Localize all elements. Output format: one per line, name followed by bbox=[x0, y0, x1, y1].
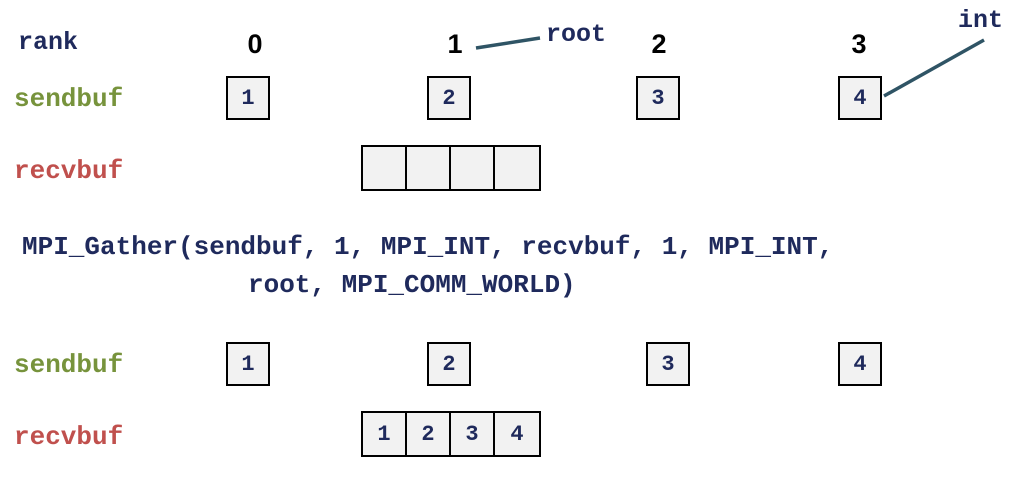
sendbuf-after-rank-2: 3 bbox=[646, 342, 690, 386]
recvbuf-before-cell bbox=[363, 147, 407, 189]
mpi-call-line-2: root, MPI_COMM_WORLD) bbox=[248, 270, 576, 300]
recvbuf-after-cell: 3 bbox=[451, 413, 495, 455]
sendbuf-before-rank-2: 3 bbox=[636, 76, 680, 120]
recvbuf-after: 1 2 3 4 bbox=[361, 411, 541, 457]
recvbuf-after-cell: 4 bbox=[495, 413, 539, 455]
int-annotation: int bbox=[958, 6, 1004, 35]
recvbuf-before bbox=[361, 145, 541, 191]
recvbuf-label-after: recvbuf bbox=[14, 422, 124, 452]
sendbuf-before-rank-0: 1 bbox=[226, 76, 270, 120]
sendbuf-label-before: sendbuf bbox=[14, 84, 124, 114]
sendbuf-label-after: sendbuf bbox=[14, 350, 124, 380]
root-annotation: root bbox=[546, 20, 607, 49]
sendbuf-before-rank-3: 4 bbox=[838, 76, 882, 120]
sendbuf-after-rank-3: 4 bbox=[838, 342, 882, 386]
mpi-call-line-1: MPI_Gather(sendbuf, 1, MPI_INT, recvbuf,… bbox=[22, 232, 834, 262]
rank-2: 2 bbox=[651, 29, 667, 59]
int-pointer-line bbox=[883, 38, 985, 98]
root-pointer-line bbox=[475, 36, 541, 50]
recvbuf-after-cell: 1 bbox=[363, 413, 407, 455]
rank-3: 3 bbox=[851, 29, 867, 59]
recvbuf-before-cell bbox=[495, 147, 539, 189]
sendbuf-before-rank-1: 2 bbox=[427, 76, 471, 120]
recvbuf-before-cell bbox=[407, 147, 451, 189]
recvbuf-after-cell: 2 bbox=[407, 413, 451, 455]
rank-1: 1 bbox=[447, 29, 463, 59]
recvbuf-label-before: recvbuf bbox=[14, 156, 124, 186]
sendbuf-after-rank-0: 1 bbox=[226, 342, 270, 386]
recvbuf-before-cell bbox=[451, 147, 495, 189]
sendbuf-after-rank-1: 2 bbox=[427, 342, 471, 386]
rank-0: 0 bbox=[247, 29, 263, 59]
rank-label: rank bbox=[18, 28, 79, 57]
